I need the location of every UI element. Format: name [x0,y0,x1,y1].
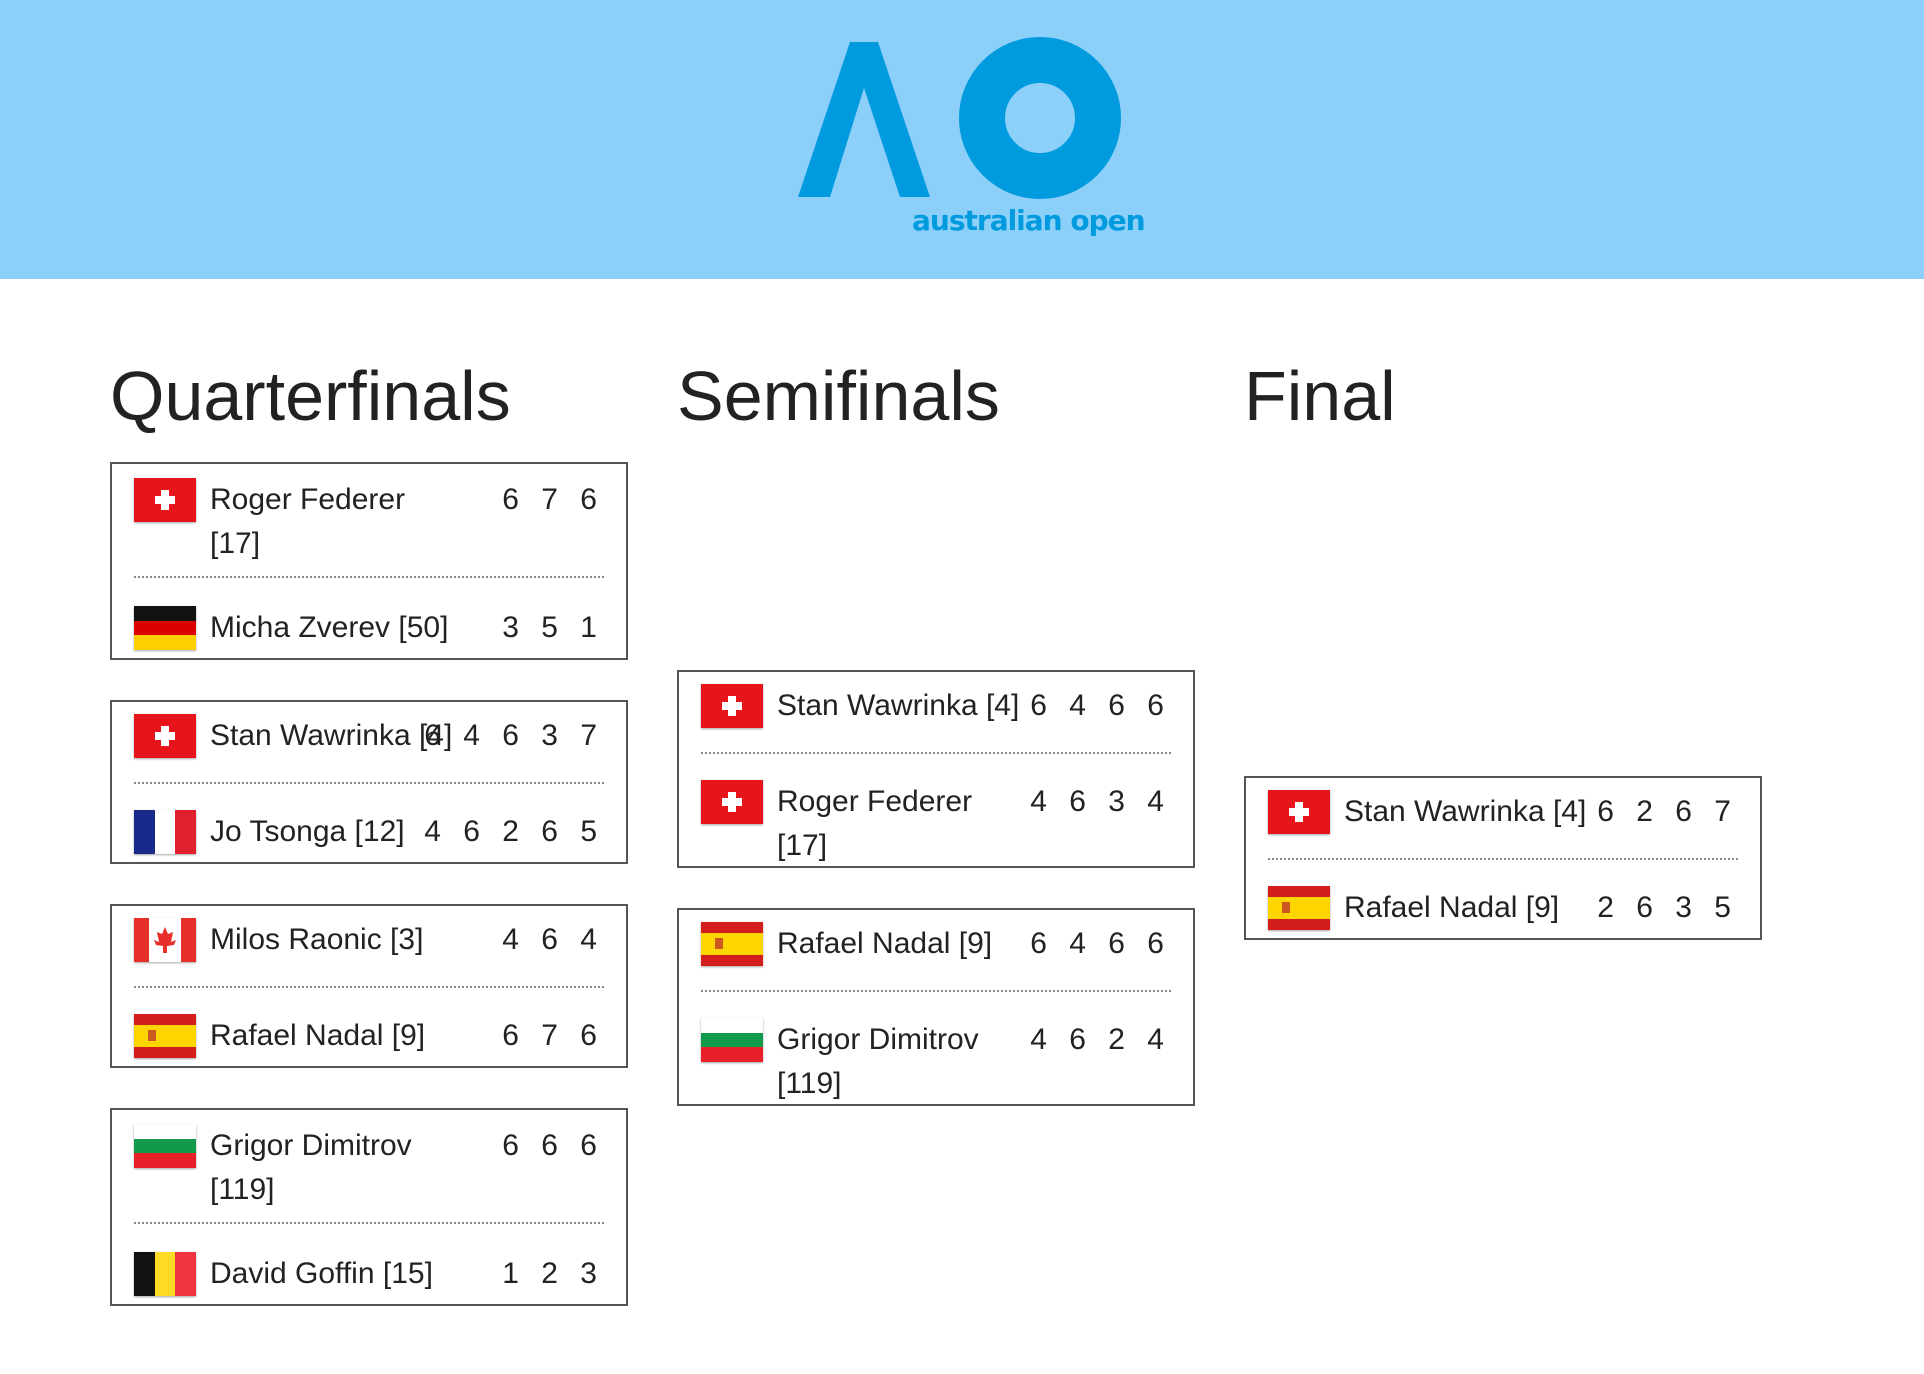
match-card-sf-1[interactable]: Stan Wawrinka [4] 6 4 6 6 Roger Federer … [677,670,1195,868]
player-score: 6 7 6 [502,1019,604,1052]
match-divider [134,782,604,784]
german-flag-icon [134,606,196,650]
swiss-flag-icon [701,684,763,728]
player-name: Micha Zverev [50] [210,611,449,644]
match-divider [701,752,1171,754]
french-flag-icon [134,810,196,854]
page-header: australian open [0,0,1924,279]
match-card-qf-2[interactable]: Stan Wawrinka [4] 6 4 6 3 7 Jo Tsonga [1… [110,700,628,864]
spanish-flag-icon [134,1014,196,1058]
spanish-flag-icon [1268,886,1330,930]
match-divider [134,986,604,988]
player-score: 4 6 2 4 [1030,1023,1171,1056]
belgian-flag-icon [134,1252,196,1296]
match-card-qf-3[interactable]: Milos Raonic [3] 4 6 4 Rafael Nadal [9] … [110,904,628,1068]
australian-open-logo [798,37,1121,199]
player-score: 6 7 6 [502,483,604,516]
match-card-qf-4[interactable]: Grigor Dimitrov [119] 6 6 6 David Goffin… [110,1108,628,1306]
swiss-flag-icon [134,714,196,758]
swiss-flag-icon [1268,790,1330,834]
match-divider [134,576,604,578]
player-score: 6 6 6 [502,1129,604,1162]
match-card-sf-2[interactable]: Rafael Nadal [9] 6 4 6 6 Grigor Dimitrov… [677,908,1195,1106]
logo-wordmark: australian open [912,204,1146,237]
round-title-quarterfinals: Quarterfinals [110,357,511,435]
player-name: Rafael Nadal [9] [777,927,993,960]
player-score: 1 2 3 [502,1257,604,1290]
canadian-flag-icon [134,918,196,962]
player-name: David Goffin [15] [210,1257,433,1290]
player-score: 4 6 2 6 5 [424,815,604,848]
player-name: Stan Wawrinka [4] [777,689,1020,722]
match-card-qf-1[interactable]: Roger Federer [17] 6 7 6 Micha Zverev [5… [110,462,628,660]
bulgarian-flag-icon [134,1124,196,1168]
player-name: Rafael Nadal [9] [1344,891,1560,924]
player-score: 4 6 3 4 [1030,785,1171,818]
match-divider [701,990,1171,992]
round-title-final: Final [1244,357,1396,435]
player-score: 4 6 4 [502,923,604,956]
player-score: 6 4 6 3 7 [424,719,604,752]
player-name: Stan Wawrinka [4] [1344,795,1587,828]
swiss-flag-icon [701,780,763,824]
swiss-flag-icon [134,478,196,522]
player-name: Roger Federer [17] [777,785,973,862]
player-name: Grigor Dimitrov [119] [210,1129,412,1206]
player-name: Milos Raonic [3] [210,923,424,956]
match-divider [134,1222,604,1224]
player-name: Grigor Dimitrov [119] [777,1023,979,1100]
match-divider [1268,858,1738,860]
match-card-final[interactable]: Stan Wawrinka [4] 6 2 6 7 Rafael Nadal [… [1244,776,1762,940]
player-name: Rafael Nadal [9] [210,1019,426,1052]
player-name: Stan Wawrinka [4] [210,719,453,752]
player-score: 6 2 6 7 [1597,795,1738,828]
player-score: 6 4 6 6 [1030,689,1171,722]
player-score: 3 5 1 [502,611,604,644]
player-name: Roger Federer [17] [210,483,406,560]
player-score: 2 6 3 5 [1597,891,1738,924]
bulgarian-flag-icon [701,1018,763,1062]
player-score: 6 4 6 6 [1030,927,1171,960]
round-title-semifinals: Semifinals [677,357,1000,435]
spanish-flag-icon [701,922,763,966]
player-name: Jo Tsonga [12] [210,815,405,848]
